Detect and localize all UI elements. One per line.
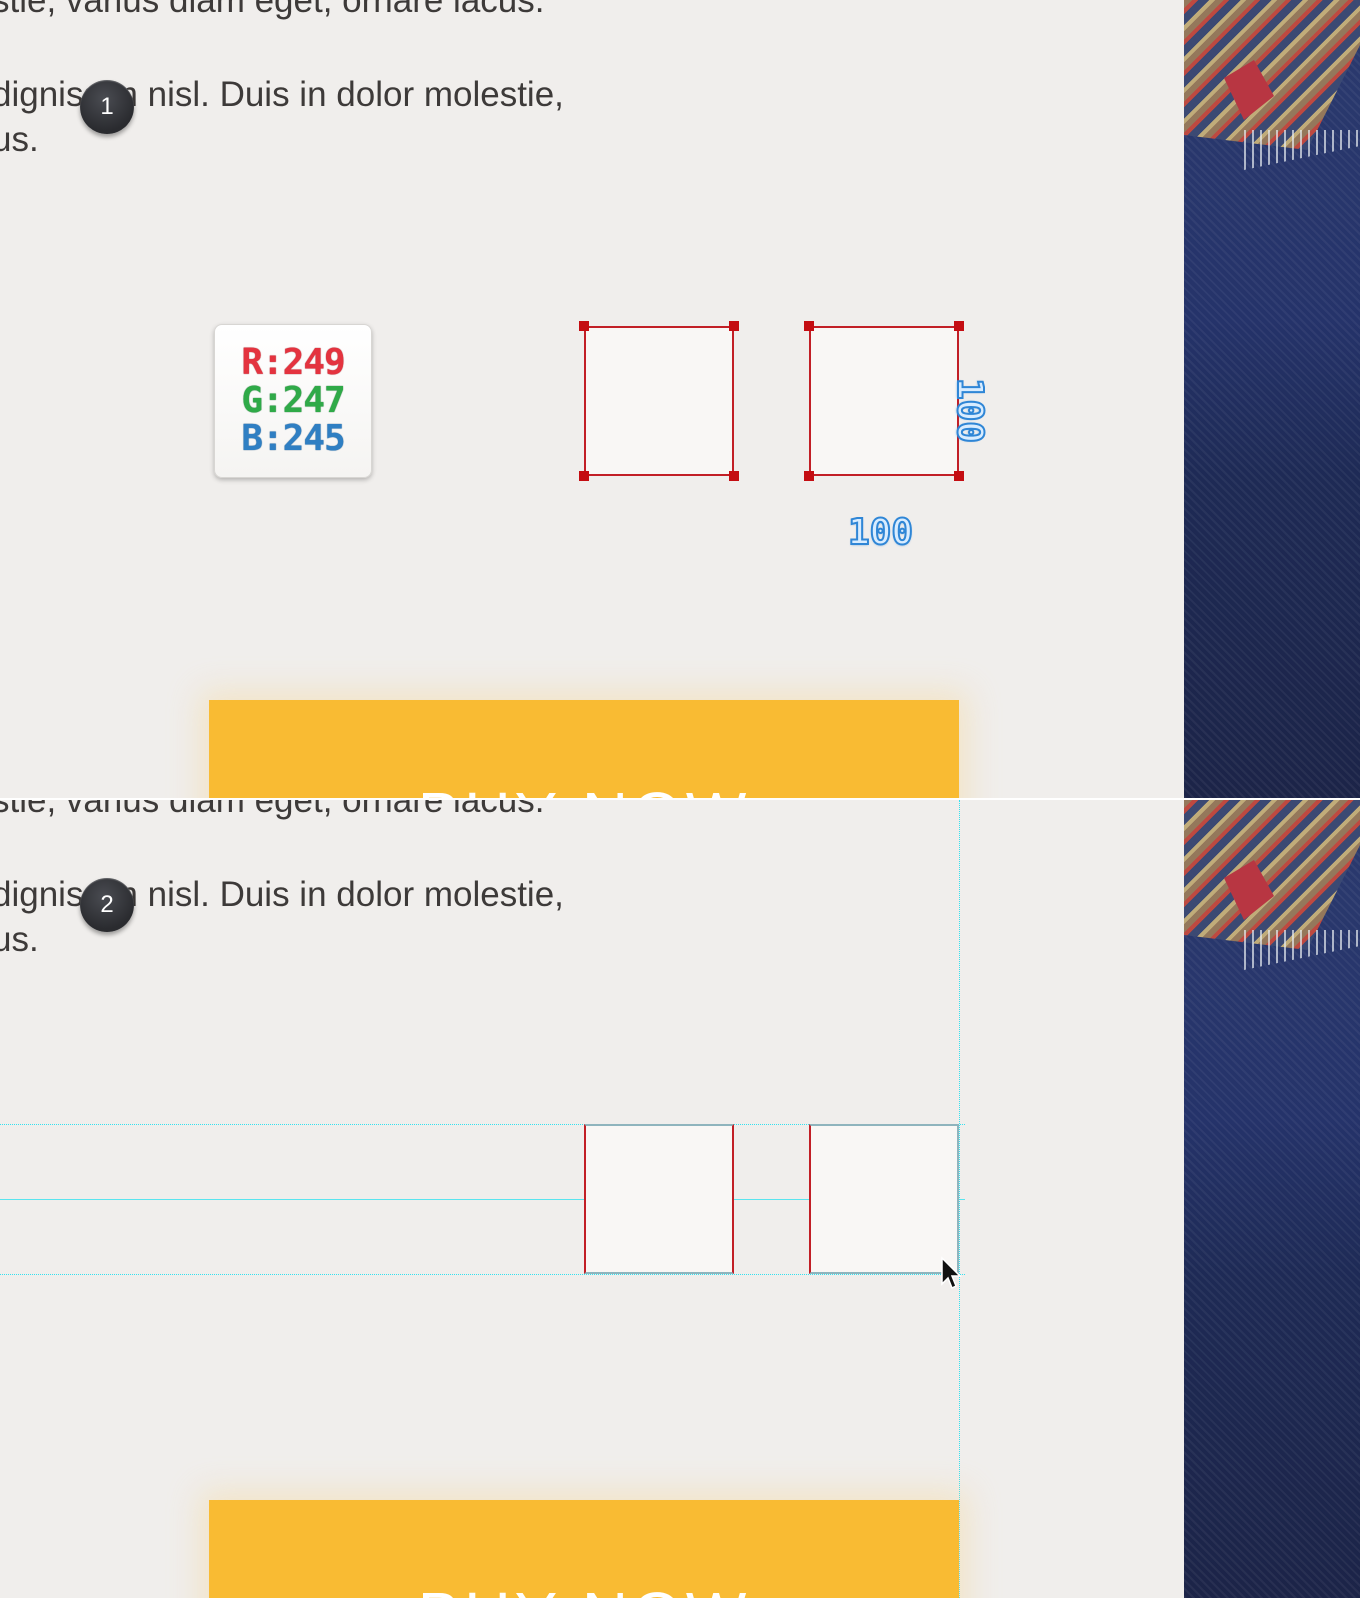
denim-stitch-decoration xyxy=(1184,0,1360,150)
resize-handle-bottom-right[interactable] xyxy=(729,471,739,481)
smart-guide-bottom xyxy=(0,1274,965,1275)
aligned-square-right[interactable] xyxy=(809,1124,959,1274)
buy-now-button[interactable]: BUY NOW xyxy=(209,1500,959,1598)
aligned-square-left[interactable] xyxy=(584,1124,734,1274)
selected-square-left[interactable] xyxy=(584,326,734,476)
denim-threads-decoration xyxy=(1244,130,1360,170)
buy-now-button[interactable]: BUY NOW xyxy=(209,700,959,798)
body-text-line-1: stie, varius diam eget, ornare lacus. xyxy=(0,0,545,20)
denim-texture-image xyxy=(1184,800,1360,1598)
resize-handle-bottom-left[interactable] xyxy=(804,471,814,481)
green-value: G:247 xyxy=(241,380,345,421)
resize-handle-top-left[interactable] xyxy=(579,321,589,331)
buy-now-label: BUY NOW xyxy=(209,778,959,798)
smart-guide-center xyxy=(0,1199,965,1200)
resize-handle-bottom-left[interactable] xyxy=(579,471,589,481)
resize-handle-top-right[interactable] xyxy=(729,321,739,331)
smart-guide-vertical xyxy=(959,800,960,1598)
red-value: R:249 xyxy=(241,342,345,383)
rgb-color-chip: R:249 G:247 B:245 xyxy=(214,324,372,478)
resize-handle-bottom-right[interactable] xyxy=(954,471,964,481)
resize-handle-top-right[interactable] xyxy=(954,321,964,331)
width-dimension-label: 100 xyxy=(847,511,914,554)
denim-texture-image xyxy=(1184,0,1360,798)
buy-now-label: BUY NOW xyxy=(209,1578,959,1598)
step-number-badge: 2 xyxy=(80,878,134,932)
tutorial-step-1-panel: stie, varius diam eget, ornare lacus. di… xyxy=(0,0,1360,798)
denim-stitch-decoration xyxy=(1184,800,1360,950)
denim-threads-decoration xyxy=(1244,930,1360,970)
body-text-line-3: us. xyxy=(0,920,39,959)
height-dimension-label: 100 xyxy=(948,377,991,444)
body-text-line-3: us. xyxy=(0,120,39,159)
smart-guide-top xyxy=(0,1124,965,1125)
body-text-line-1: stie, varius diam eget, ornare lacus. xyxy=(0,800,545,820)
blue-value: B:245 xyxy=(241,418,345,459)
arrow-cursor-icon xyxy=(941,1256,962,1290)
step-number-badge: 1 xyxy=(80,80,134,134)
tutorial-step-2-panel: stie, varius diam eget, ornare lacus. di… xyxy=(0,800,1360,1598)
resize-handle-top-left[interactable] xyxy=(804,321,814,331)
selected-square-right[interactable] xyxy=(809,326,959,476)
